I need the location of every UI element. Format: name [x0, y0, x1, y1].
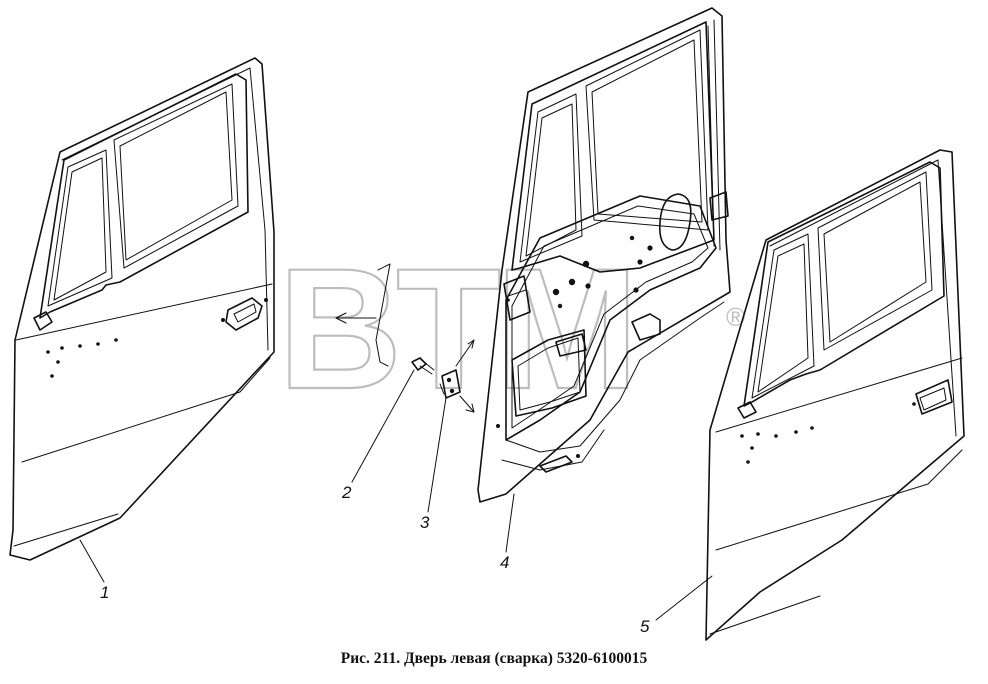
door-panel-5: [705, 149, 965, 641]
watermark-registered-mark: ®: [726, 302, 745, 332]
door-panel-1: [9, 57, 275, 561]
door-frame-4: [477, 7, 731, 503]
callout-4: 4: [500, 553, 509, 572]
callout-1: 1: [100, 583, 109, 602]
watermark-text: BTM: [278, 233, 633, 425]
figure-caption: Рис. 211. Дверь левая (сварка) 5320-6100…: [340, 650, 648, 667]
callout-2: 2: [341, 483, 352, 502]
leader-lines: [79, 369, 713, 621]
hinge-3: [439, 369, 461, 399]
callout-3: 3: [420, 513, 430, 532]
callout-5: 5: [640, 617, 650, 636]
bolt-2: [411, 357, 435, 375]
callouts: 1 2 3 4 5: [100, 483, 650, 636]
assembly-arrows: [335, 263, 475, 413]
